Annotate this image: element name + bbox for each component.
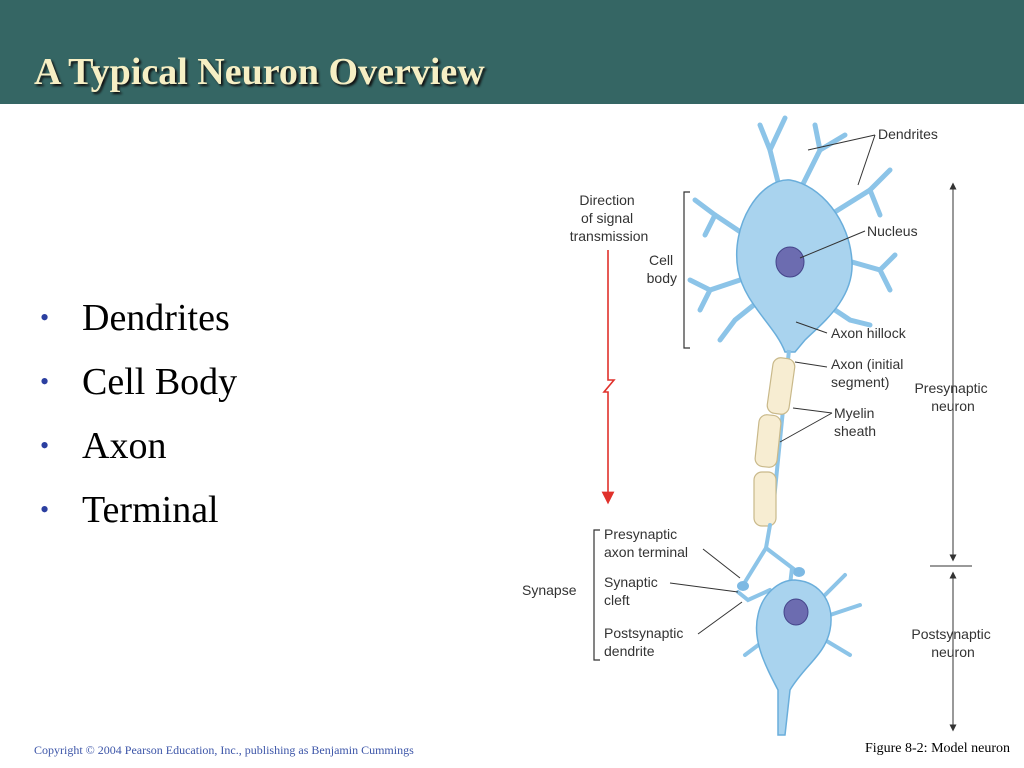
bullet-dot-icon: • bbox=[40, 367, 50, 396]
label-synapse: Synapse bbox=[522, 582, 577, 598]
bullet-text: Axon bbox=[82, 425, 167, 467]
signal-direction-arrow bbox=[601, 250, 616, 505]
presynaptic-terminal-bulb bbox=[793, 567, 805, 577]
slide-title: A Typical Neuron Overview bbox=[34, 51, 485, 93]
copyright-text: Copyright © 2004 Pearson Education, Inc.… bbox=[34, 743, 414, 757]
label-axon-hillock: Axon hillock bbox=[831, 325, 907, 341]
axon-terminals bbox=[743, 523, 797, 584]
synapse-bracket bbox=[593, 529, 600, 661]
bullet-item: • Terminal bbox=[40, 484, 237, 548]
label-postsynaptic-dendrite: Postsynaptic dendrite bbox=[604, 625, 687, 659]
bullet-dot-icon: • bbox=[40, 303, 50, 332]
label-presynaptic-neuron: Presynaptic neuron bbox=[914, 380, 991, 414]
bullet-dot-icon: • bbox=[40, 495, 50, 524]
postsynaptic-cell-body bbox=[755, 579, 832, 736]
bullet-item: • Axon bbox=[40, 420, 237, 484]
label-postsynaptic-neuron: Postsynaptic neuron bbox=[911, 626, 994, 660]
leader-lines bbox=[669, 134, 876, 635]
label-nucleus: Nucleus bbox=[867, 223, 918, 239]
label-synaptic-cleft: Synaptic cleft bbox=[604, 574, 662, 608]
myelin-segment bbox=[753, 471, 777, 527]
presynaptic-terminal-bulb bbox=[737, 581, 749, 591]
postsynaptic-nucleus bbox=[783, 598, 809, 626]
label-dendrites: Dendrites bbox=[878, 126, 938, 142]
bullet-item: • Cell Body bbox=[40, 356, 237, 420]
presynaptic-nucleus bbox=[775, 246, 805, 278]
bullet-dot-icon: • bbox=[40, 431, 50, 460]
bullet-text: Cell Body bbox=[82, 361, 238, 403]
myelin-segment bbox=[754, 414, 782, 468]
bullet-list: • Dendrites • Cell Body • Axon • Terminal bbox=[40, 292, 237, 548]
bullet-item: • Dendrites bbox=[40, 292, 237, 356]
presynaptic-dendrites bbox=[687, 115, 898, 343]
neuron-diagram: Dendrites Direction of signal transmissi… bbox=[522, 115, 994, 736]
title-bar bbox=[0, 0, 1024, 104]
myelin-segment bbox=[766, 357, 796, 415]
bullet-text: Dendrites bbox=[82, 297, 230, 339]
label-axon-initial-segment: Axon (initial segment) bbox=[831, 356, 907, 390]
cell-body-bracket bbox=[683, 191, 690, 349]
label-presynaptic-axon-terminal: Presynaptic axon terminal bbox=[604, 526, 688, 560]
figure-caption: Figure 8-2: Model neuron bbox=[864, 741, 1010, 756]
bullet-text: Terminal bbox=[82, 489, 219, 531]
label-direction: Direction of signal transmission bbox=[570, 192, 649, 244]
label-myelin-sheath: Myelin sheath bbox=[834, 405, 878, 439]
label-cell-body: Cell body bbox=[647, 252, 677, 286]
